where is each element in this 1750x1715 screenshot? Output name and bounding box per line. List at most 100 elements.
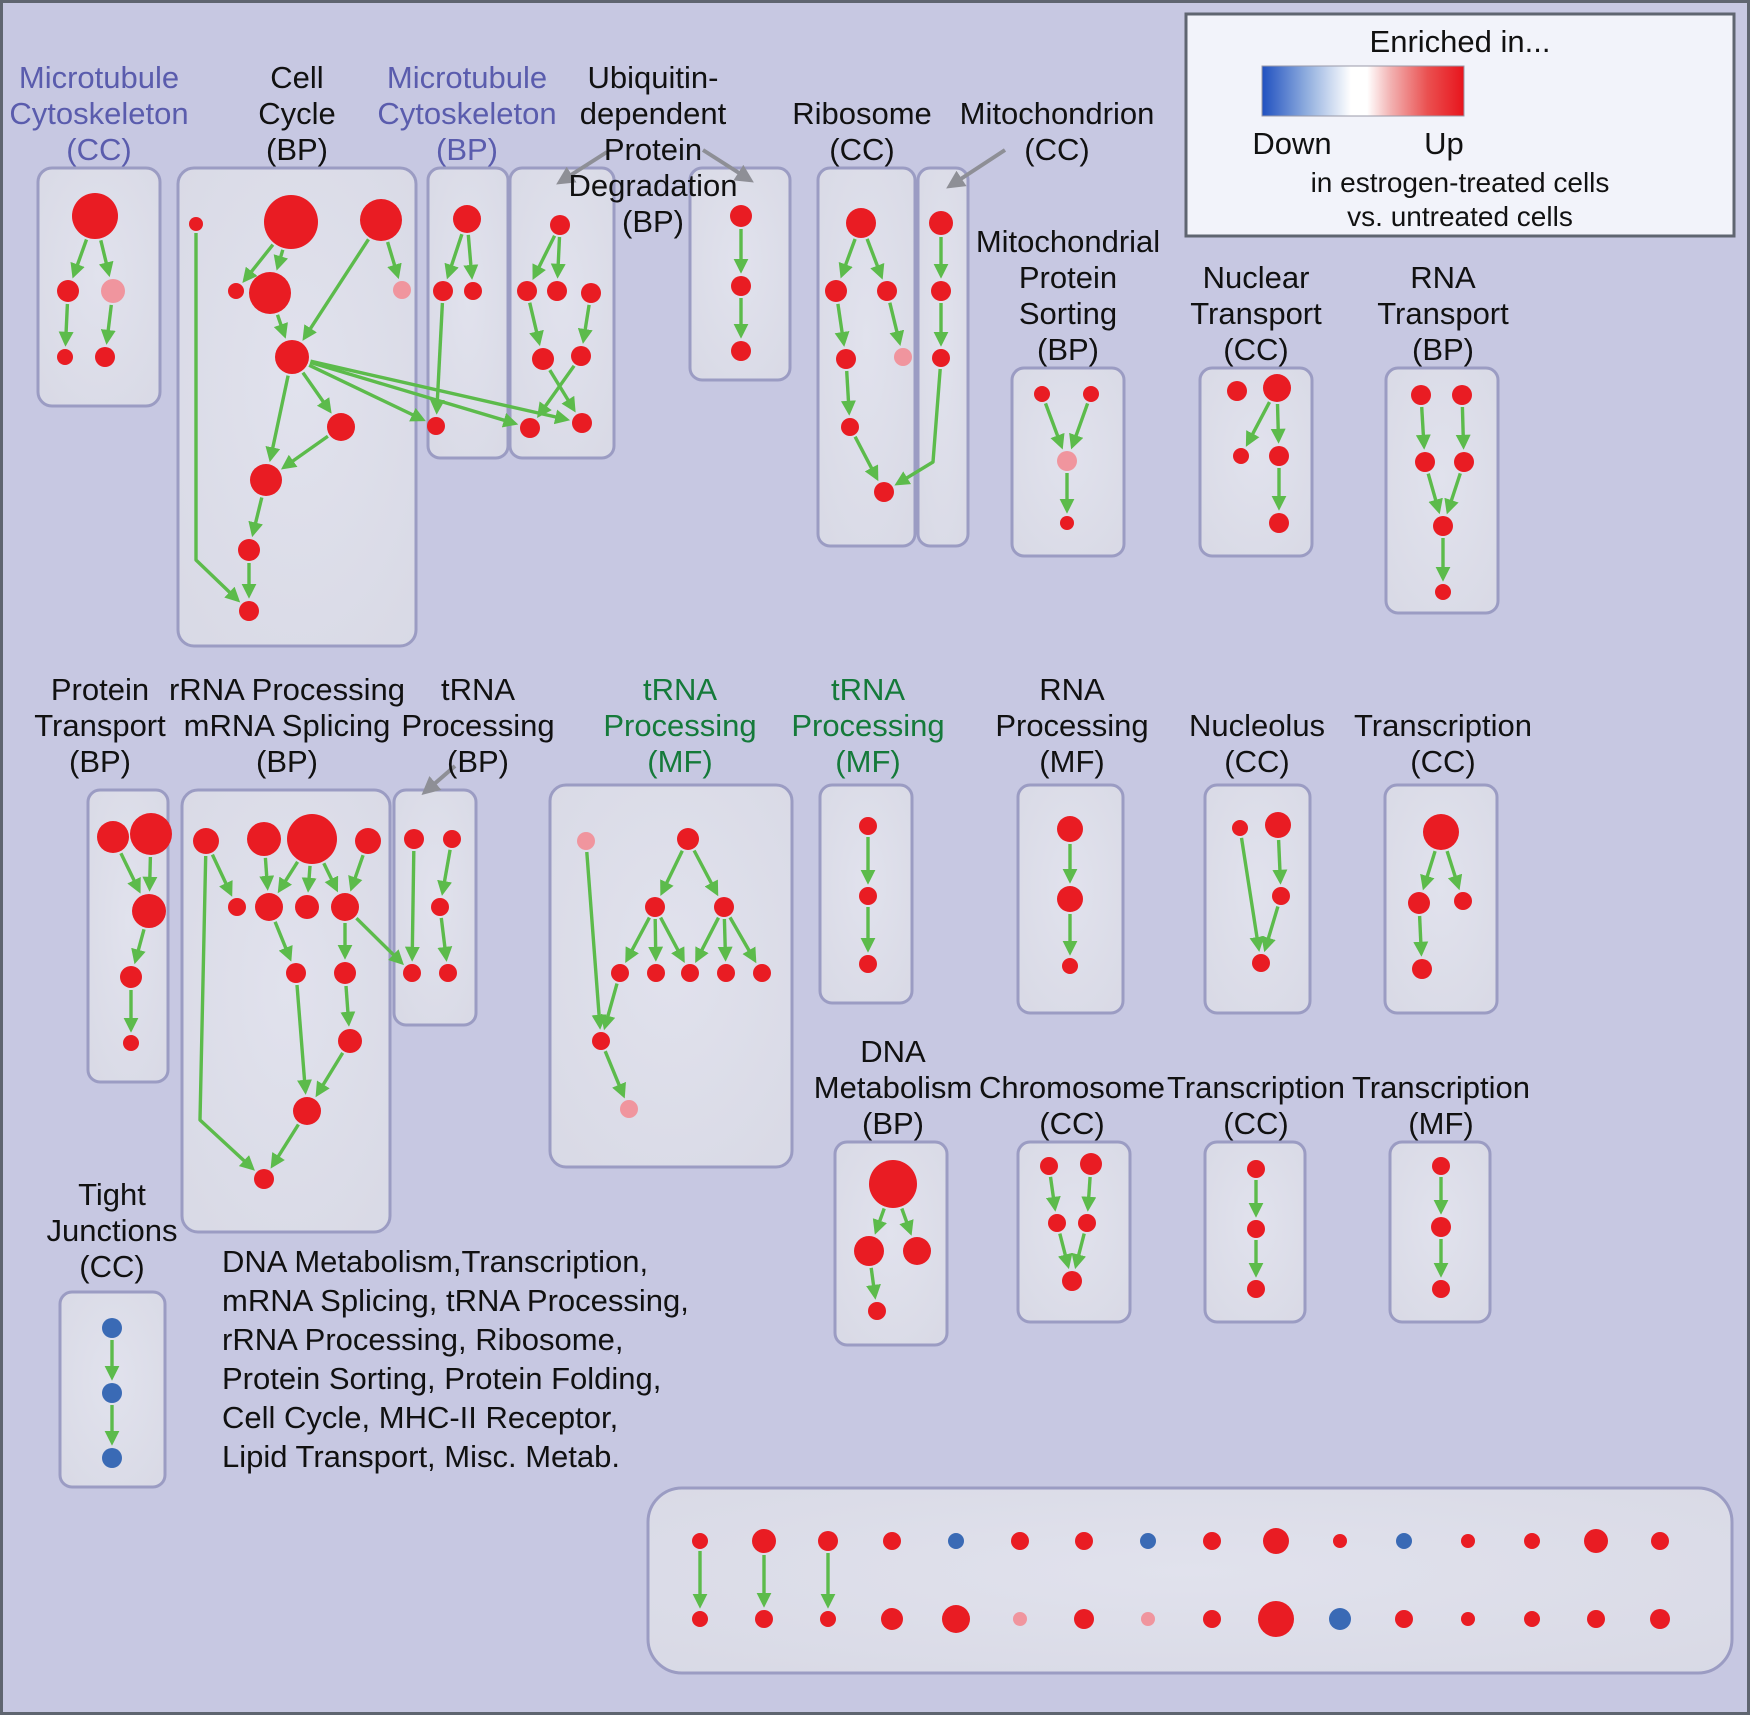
- go-term-node-xt5: [948, 1533, 964, 1549]
- edge-f1-f2: [838, 238, 857, 279]
- group-label-rrna-processing-mrna-splicing-bp-line3: (BP): [256, 744, 318, 779]
- edge-h1-h3: [1043, 402, 1065, 450]
- group-label-nucleolus-cc-line1: Nucleolus: [1189, 708, 1325, 743]
- go-term-node-f3: [877, 281, 897, 301]
- go-term-node-s3: [903, 1237, 931, 1265]
- go-term-node-s1: [869, 1160, 917, 1208]
- go-term-node-k3: [132, 894, 166, 928]
- edge-h2-h3: [1069, 402, 1090, 450]
- go-term-node-b9: [250, 464, 282, 496]
- group-label-tight-junctions-cc-line3: (CC): [79, 1249, 144, 1284]
- group-label-rna-processing-mf-line3: (MF): [1039, 744, 1104, 779]
- legend-box: [1184, 12, 1736, 238]
- edge-l11-l12: [315, 1052, 345, 1098]
- go-term-node-k1: [97, 821, 129, 853]
- misc-terms-list-line2: mRNA Splicing, tRNA Processing,: [222, 1283, 689, 1318]
- group-label-mitochondrion-cc-line2: (CC): [1024, 132, 1089, 167]
- go-term-node-b10: [238, 539, 260, 561]
- go-term-node-xb12: [1395, 1610, 1413, 1628]
- go-term-node-a4: [57, 349, 73, 365]
- group-label-microtubule-cytoskeleton-bp-line1: Microtubule: [387, 60, 547, 95]
- go-term-node-c4: [427, 417, 445, 435]
- group-label-mitochondrial-protein-sorting-bp-line4: (BP): [1037, 332, 1099, 367]
- misc-terms-list-line1: DNA Metabolism,Transcription,: [222, 1244, 648, 1279]
- go-term-node-xt14: [1524, 1533, 1540, 1549]
- go-term-node-xt3: [818, 1531, 838, 1551]
- group-label-mitochondrial-protein-sorting-bp-line2: Protein: [1019, 260, 1117, 295]
- cluster-box-misc-terms: [646, 1486, 1734, 1675]
- edge-f2-f4: [834, 303, 850, 347]
- group-label-mitochondrial-protein-sorting-bp-line1: Mitochondrial: [976, 224, 1160, 259]
- go-term-node-l13: [254, 1169, 274, 1189]
- go-term-node-l7: [295, 895, 319, 919]
- go-term-node-c3: [464, 282, 482, 300]
- group-label-nuclear-transport-cc-line1: Nuclear: [1203, 260, 1310, 295]
- cluster-box-nucleolus-cc: [1203, 783, 1312, 1015]
- go-term-node-n7: [681, 964, 699, 982]
- go-term-node-e1: [730, 205, 752, 227]
- edge-b3-b7: [302, 238, 370, 341]
- go-term-node-f2: [825, 280, 847, 302]
- group-label-trna-processing-mf-2-line3: (MF): [835, 744, 900, 779]
- edge-n3-n6: [648, 918, 664, 962]
- go-term-node-a1: [72, 193, 118, 239]
- go-term-node-v1: [1432, 1157, 1450, 1175]
- cluster-box-nuclear-transport-cc: [1198, 366, 1314, 558]
- go-term-node-w3: [102, 1448, 122, 1468]
- go-term-node-i3: [1233, 448, 1249, 464]
- edge-q3-q4: [1261, 906, 1280, 953]
- go-term-node-u2: [1247, 1220, 1265, 1238]
- legend-gradient-bar: [1261, 65, 1465, 117]
- go-term-node-l3: [287, 814, 337, 864]
- edge-j4-j5: [1444, 472, 1462, 515]
- edge-f1-f3: [865, 238, 885, 280]
- cluster-box-rna-transport-bp: [1384, 366, 1500, 615]
- go-term-node-m2: [443, 830, 461, 848]
- go-term-node-d1: [550, 215, 570, 235]
- group-label-rna-processing-mf-line1: RNA: [1039, 672, 1105, 707]
- go-term-node-j6: [1435, 584, 1451, 600]
- go-term-node-d7: [520, 418, 540, 438]
- group-label-nucleolus-cc-line2: (CC): [1224, 744, 1289, 779]
- edge-n2-n4: [692, 849, 719, 897]
- go-term-node-k5: [123, 1035, 139, 1051]
- edge-n10-n11: [603, 1050, 626, 1099]
- go-term-node-n3: [645, 897, 665, 917]
- edge-t3-t5: [1057, 1233, 1073, 1270]
- cluster-box-trna-processing-mf-1: [548, 783, 794, 1169]
- go-term-node-w1: [102, 1318, 122, 1338]
- go-term-node-j5: [1433, 516, 1453, 536]
- edge-d1-d2: [532, 234, 557, 281]
- group-label-cell-cycle-bp-line1: Cell: [270, 60, 323, 95]
- edge-m3-m5: [437, 917, 453, 962]
- group-label-rna-processing-mf-line2: Processing: [995, 708, 1148, 743]
- group-label-ubiquitin-dependent-protein-degradation-bp-line1: Ubiquitin-: [588, 60, 719, 95]
- go-term-node-xt9: [1203, 1532, 1221, 1550]
- cluster-box-chromosome-cc: [1016, 1140, 1132, 1324]
- go-term-node-h4: [1060, 516, 1074, 530]
- edge-l10-l11: [340, 985, 356, 1027]
- go-term-node-xb1: [692, 1611, 708, 1627]
- go-term-node-b4: [228, 283, 244, 299]
- go-term-node-xt15: [1584, 1529, 1608, 1553]
- go-term-node-t3: [1048, 1214, 1066, 1232]
- edge-n1-n10: [585, 851, 607, 1030]
- go-term-node-b2: [264, 195, 318, 249]
- go-term-node-p1: [1057, 816, 1083, 842]
- annotation-arrow-trna-processing-bp-box: [421, 764, 457, 796]
- group-label-ubiquitin-dependent-protein-degradation-bp-line2: dependent: [580, 96, 727, 131]
- go-term-node-xb15: [1587, 1610, 1605, 1628]
- go-term-node-f1: [846, 208, 876, 238]
- misc-terms-list-line3: rRNA Processing, Ribosome,: [222, 1322, 623, 1357]
- go-term-node-j3: [1415, 452, 1435, 472]
- group-label-rna-transport-bp-line2: Transport: [1377, 296, 1509, 331]
- edge-k2-k3: [142, 856, 158, 892]
- go-term-node-l1: [193, 828, 219, 854]
- edge-q1-q4: [1239, 837, 1265, 952]
- go-term-node-a2: [57, 280, 79, 302]
- go-term-node-l12: [293, 1097, 321, 1125]
- go-term-node-i2: [1263, 374, 1291, 402]
- edge-b7-b8: [301, 371, 332, 414]
- annotation-arrow-ubiquitin-left-box: [556, 150, 609, 185]
- group-label-protein-transport-bp-line3: (BP): [69, 744, 131, 779]
